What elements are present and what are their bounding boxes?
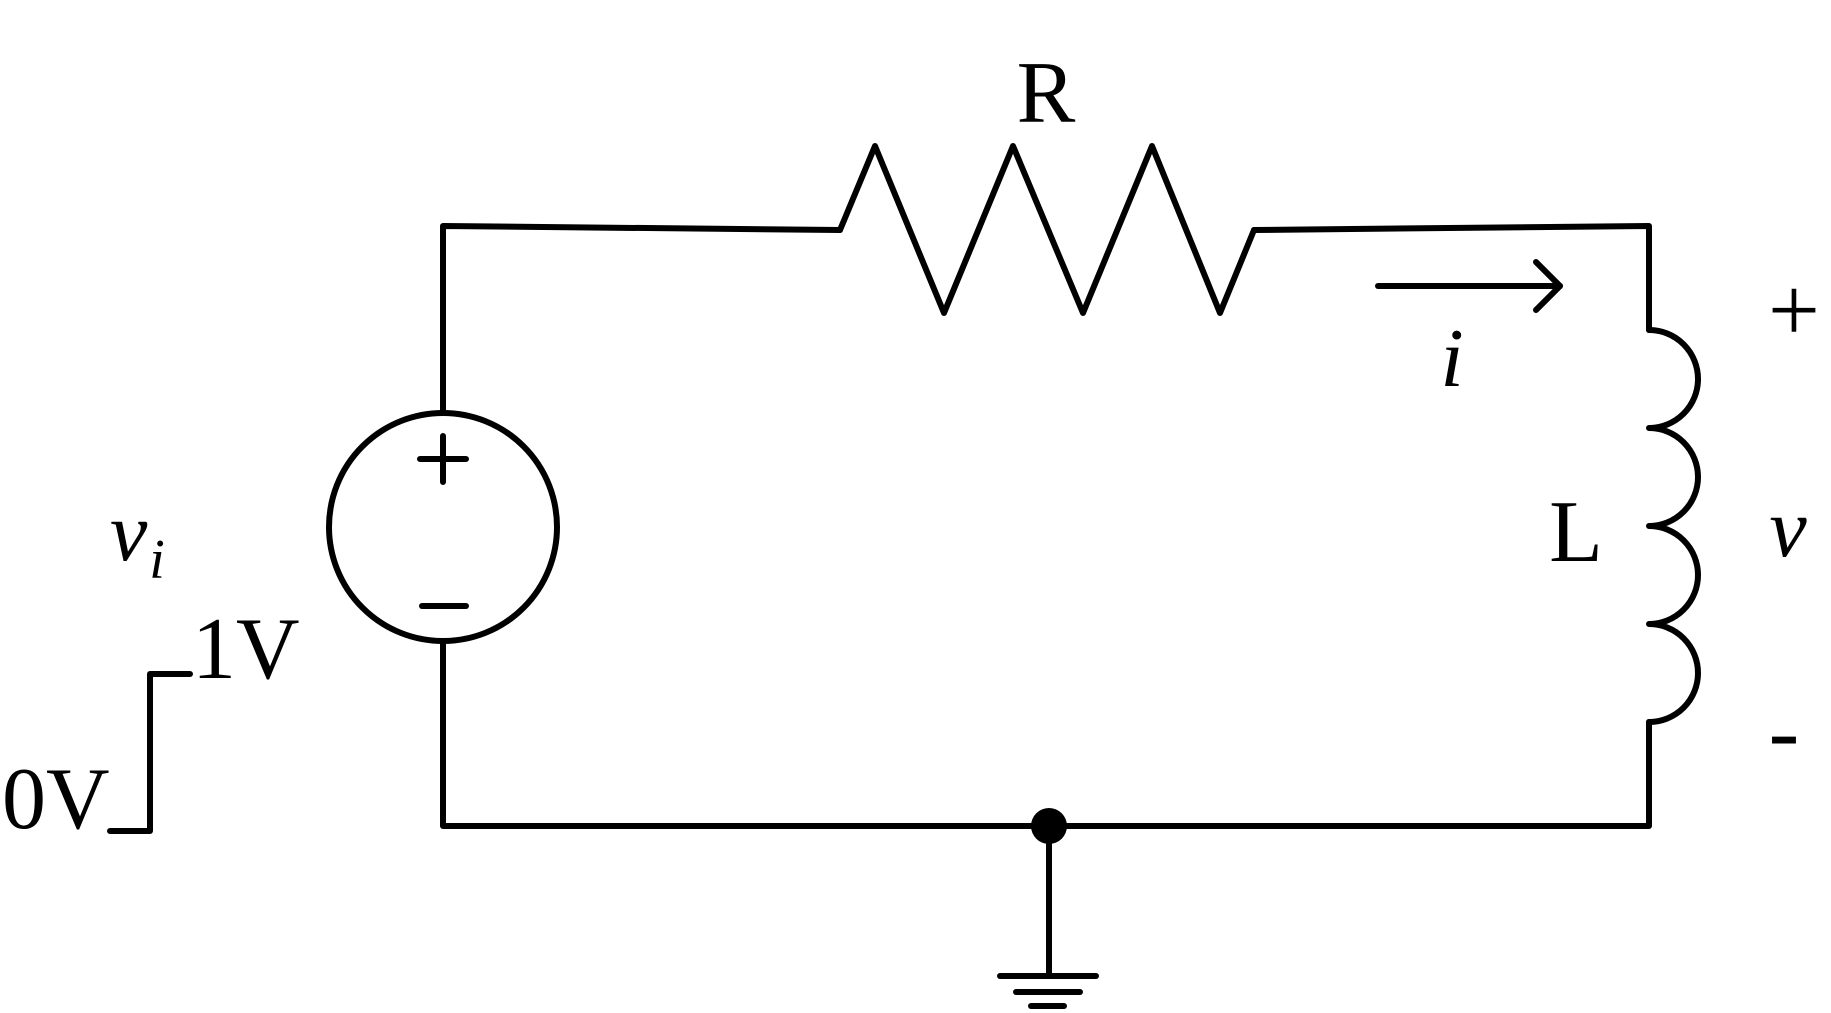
wires [440,223,1652,829]
voltage-source-circle [326,410,560,644]
bottom-right-wire [1046,719,1652,829]
output-minus-label: - [1769,680,1800,782]
step-waveform-icon [107,671,193,834]
source-voltage-subscript: i [149,529,165,591]
resistor-label: R [1017,45,1076,142]
current-arrow [1375,259,1563,313]
step-high-label: 1V [192,601,300,698]
source-plus-sign [417,433,469,485]
voltage-source [326,410,560,644]
inductor-symbol [1646,327,1701,725]
top-left-wire [440,223,843,416]
output-voltage-label: v [1769,482,1807,575]
output-plus-label: + [1768,259,1820,361]
source-voltage-label: vi [110,486,165,591]
resistor-symbol [837,143,1257,316]
top-right-wire [1251,223,1652,333]
inductor-label: L [1549,484,1603,581]
source-voltage-symbol: v [110,486,148,579]
current-arrow-head [1533,259,1563,313]
current-label: i [1440,312,1463,405]
ground-symbol [997,823,1099,1009]
step-low-label: 0V [2,751,110,848]
bottom-left-wire [440,639,1052,829]
